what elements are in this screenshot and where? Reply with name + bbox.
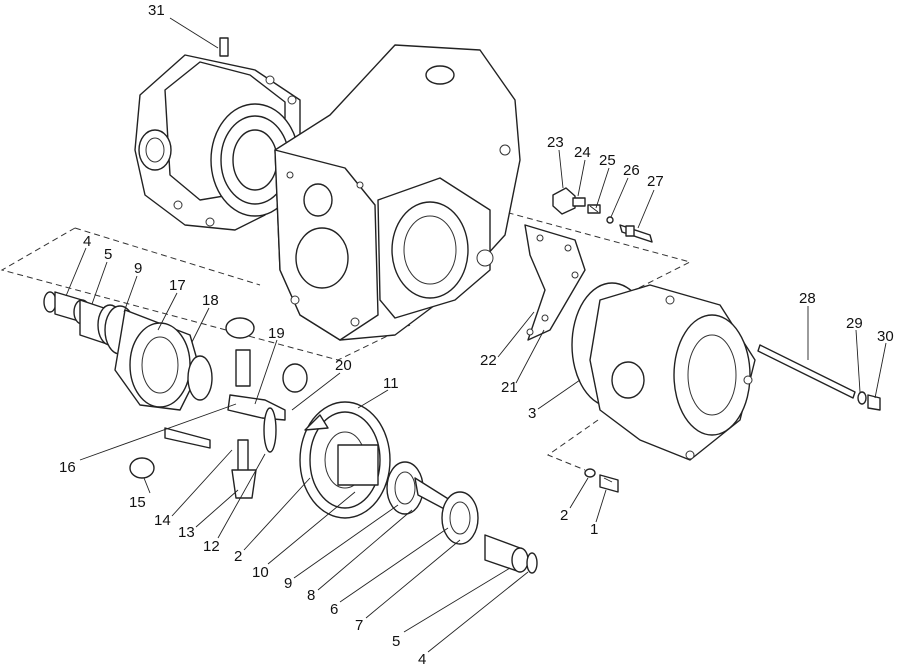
callout-23: 23 xyxy=(547,134,564,151)
callout-27: 27 xyxy=(647,173,664,190)
callout-26: 26 xyxy=(623,162,640,179)
callout-2-bolt: 2 xyxy=(560,507,568,524)
callout-28: 28 xyxy=(799,290,816,307)
assembly-dash-line-bolt xyxy=(546,419,599,471)
callout-29: 29 xyxy=(846,315,863,332)
callout-14: 14 xyxy=(154,512,171,529)
spider-cross-shaft xyxy=(129,394,286,499)
callout-19: 19 xyxy=(268,325,285,342)
callout-24: 24 xyxy=(574,144,591,161)
right-axle-housing xyxy=(571,282,756,461)
callout-20: 20 xyxy=(335,357,352,374)
callout-7: 7 xyxy=(355,617,363,634)
callout-30: 30 xyxy=(877,328,894,345)
callout-2-mid: 2 xyxy=(234,548,242,565)
ring-gear-group xyxy=(299,401,538,574)
callout-17: 17 xyxy=(169,277,186,294)
callout-21: 21 xyxy=(501,379,518,396)
callout-25: 25 xyxy=(599,152,616,169)
callout-13: 13 xyxy=(178,524,195,541)
callout-11: 11 xyxy=(383,375,399,392)
callout-12: 12 xyxy=(203,538,220,555)
long-bolt-assembly xyxy=(757,344,881,411)
callout-9-top: 9 xyxy=(134,260,142,277)
assembly-dash-box-left xyxy=(0,227,411,361)
callout-5-top: 5 xyxy=(104,246,112,263)
breather-plug-assembly xyxy=(552,187,653,243)
callout-22: 22 xyxy=(480,352,497,369)
central-transaxle-housing xyxy=(274,44,521,341)
callout-18: 18 xyxy=(202,292,219,309)
callout-labels: 31 23 24 25 26 27 4 5 9 17 18 19 20 11 2… xyxy=(59,2,894,667)
leader-lines xyxy=(65,17,887,653)
callout-16: 16 xyxy=(59,459,76,476)
callout-3: 3 xyxy=(528,405,536,422)
housing-gasket xyxy=(524,224,586,341)
callout-9-bottom: 9 xyxy=(284,575,292,592)
callout-5-bottom: 5 xyxy=(392,633,400,650)
callout-15: 15 xyxy=(129,494,146,511)
left-axle-housing xyxy=(134,37,301,231)
callout-4-top: 4 xyxy=(83,233,91,250)
differential-left-group xyxy=(43,291,308,411)
callout-1: 1 xyxy=(590,521,598,538)
small-bolt-assembly xyxy=(584,468,619,493)
callout-8: 8 xyxy=(307,587,315,604)
assembly-dash-line-left xyxy=(74,227,261,286)
callout-6: 6 xyxy=(330,601,338,618)
callout-31: 31 xyxy=(148,2,165,19)
callout-4-bottom: 4 xyxy=(418,651,426,667)
callout-10: 10 xyxy=(252,564,269,581)
